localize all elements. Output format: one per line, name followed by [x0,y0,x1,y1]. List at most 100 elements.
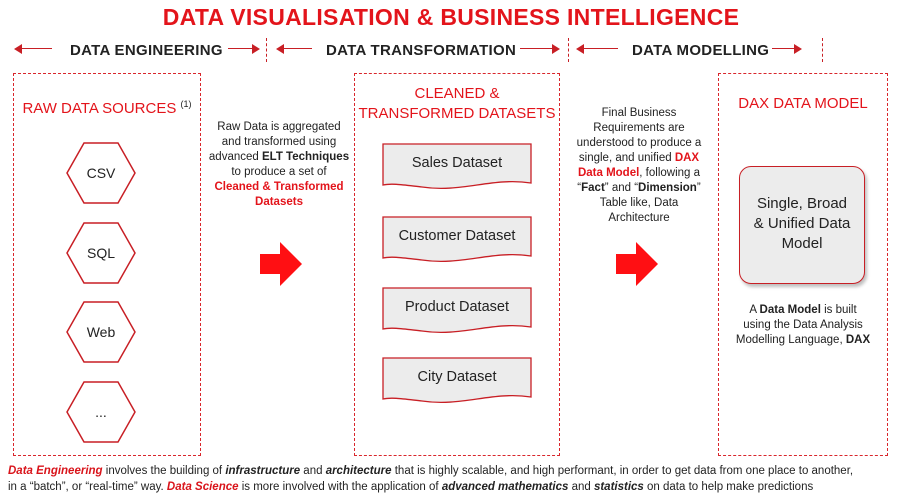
source-hexagon: Web [66,301,136,363]
model-box-line: Model [781,235,823,252]
desc-highlight: Data Model [577,167,640,179]
desc-text: Modelling Language, [735,334,846,346]
desc-bold: Dimension [638,182,697,194]
footer-text: and [300,465,326,477]
dataset-label: Customer Dataset [398,228,516,244]
source-hexagon: SQL [66,222,136,284]
footer-term: Data Engineering [8,465,103,477]
desc-line: to produce a set of [231,166,327,178]
data-model-box-text: Single, Broad & Unified Data Model [739,194,865,254]
raw-data-sources-title: RAW DATA SOURCES (1) [14,94,200,119]
desc-bold: DAX [845,334,871,346]
source-label: Web [86,324,116,340]
flow-arrow-icon [616,242,658,286]
model-box-line: Single, Broad [756,195,848,212]
hexagon-icon [66,222,136,284]
footer-emphasis: architecture [325,465,392,477]
desc-text: “ [577,182,582,194]
arrow-line [282,48,312,49]
desc-line: “Fact” and “Dimension” [562,181,716,196]
footer-text: is more involved with the application of [238,481,442,493]
arrow-right-icon [794,44,802,54]
raw-data-sources-panel [13,73,201,456]
flow-arrow-icon [260,242,302,286]
desc-line-highlight: Datasets [255,196,303,208]
desc-line: Modelling Language, DAX [720,333,886,348]
source-label: ... [95,404,107,420]
arrow-left-icon [576,44,584,54]
dataset-card: Sales Dataset [382,143,532,191]
desc-text: is built [820,304,857,316]
model-box-line: & Unified Data [753,215,851,232]
footer-term: Data Science [166,481,239,493]
phase-label-modelling: DATA MODELLING [632,42,770,59]
arrow-line [228,48,258,49]
dataset-card: City Dataset [382,357,532,405]
document-icon [382,357,532,404]
footer-text: on data to help make predictions [643,481,814,493]
footer-note: Data Engineering involves the building o… [8,463,898,495]
footnote-marker: (1) [180,99,192,109]
desc-line: using the Data Analysis [743,319,863,331]
footer-text: involves the building of [102,465,226,477]
desc-bold: Fact [581,182,605,194]
phase-label-engineering: DATA ENGINEERING [70,42,223,59]
dataset-label: Sales Dataset [411,155,503,171]
arrow-line [520,48,558,49]
footer-emphasis: infrastructure [225,465,301,477]
footer-text: and [568,481,594,493]
desc-line: Raw Data is aggregated [217,121,341,133]
desc-line: Table like, Data [599,197,679,209]
data-model-box [739,166,865,284]
dataset-label: Product Dataset [405,299,509,315]
panel-title-line: CLEANED & [414,85,500,102]
arrow-left-icon [276,44,284,54]
hexagon-icon [66,381,136,443]
hexagon-icon [66,301,136,363]
phase-label-transformation: DATA TRANSFORMATION [326,42,517,59]
dataset-label: City Dataset [417,369,497,385]
arrow-line [772,48,800,49]
desc-line: Architecture [608,212,670,224]
panel-title-line: TRANSFORMED DATASETS [358,105,556,122]
desc-text: advanced [208,151,262,163]
desc-bold: Data Model [759,304,821,316]
footer-line: in a “batch”, or “real-time” way. Data S… [8,479,898,495]
source-label: CSV [86,165,116,181]
arrow-line [20,48,52,49]
dataset-card: Customer Dataset [382,216,532,264]
footer-emphasis: advanced mathematics [441,481,569,493]
arrow-right-icon [252,44,260,54]
source-label: SQL [86,245,115,261]
desc-text: ” [696,182,701,194]
model-description: Final Business Requirements are understo… [562,106,716,226]
dax-model-panel [718,73,888,456]
dax-model-title: DAX DATA MODEL [738,95,868,112]
desc-line: Final Business [601,107,677,119]
footer-text: in a “batch”, or “real-time” way. [8,481,167,493]
desc-line: advanced ELT Techniques [204,150,354,165]
hexagon-icon [66,142,136,204]
desc-line: A Data Model is built [720,303,886,318]
arrow-left-icon [14,44,22,54]
desc-line: Data Model, following a [562,166,716,181]
raw-data-sources-title-text: RAW DATA SOURCES [22,100,177,117]
arrow-right-icon [552,44,560,54]
footer-text: that is highly scalable, and high perfor… [391,465,854,477]
desc-text: A [749,304,760,316]
desc-line: single, and unified DAX [562,151,716,166]
source-hexagon: CSV [66,142,136,204]
dataset-card: Product Dataset [382,287,532,335]
document-icon [382,287,532,334]
desc-text: ” and “ [604,182,639,194]
desc-highlight: DAX [674,152,700,164]
desc-text: single, and unified [578,152,675,164]
transform-description: Raw Data is aggregated and transformed u… [204,120,354,210]
desc-bold: ELT Techniques [261,151,350,163]
phase-divider [266,38,267,62]
data-model-note: A Data Model is built using the Data Ana… [720,303,886,348]
desc-line: understood to produce a [576,137,702,149]
document-icon [382,216,532,263]
phase-divider [568,38,569,62]
page-title: DATA VISUALISATION & BUSINESS INTELLIGEN… [162,4,740,30]
